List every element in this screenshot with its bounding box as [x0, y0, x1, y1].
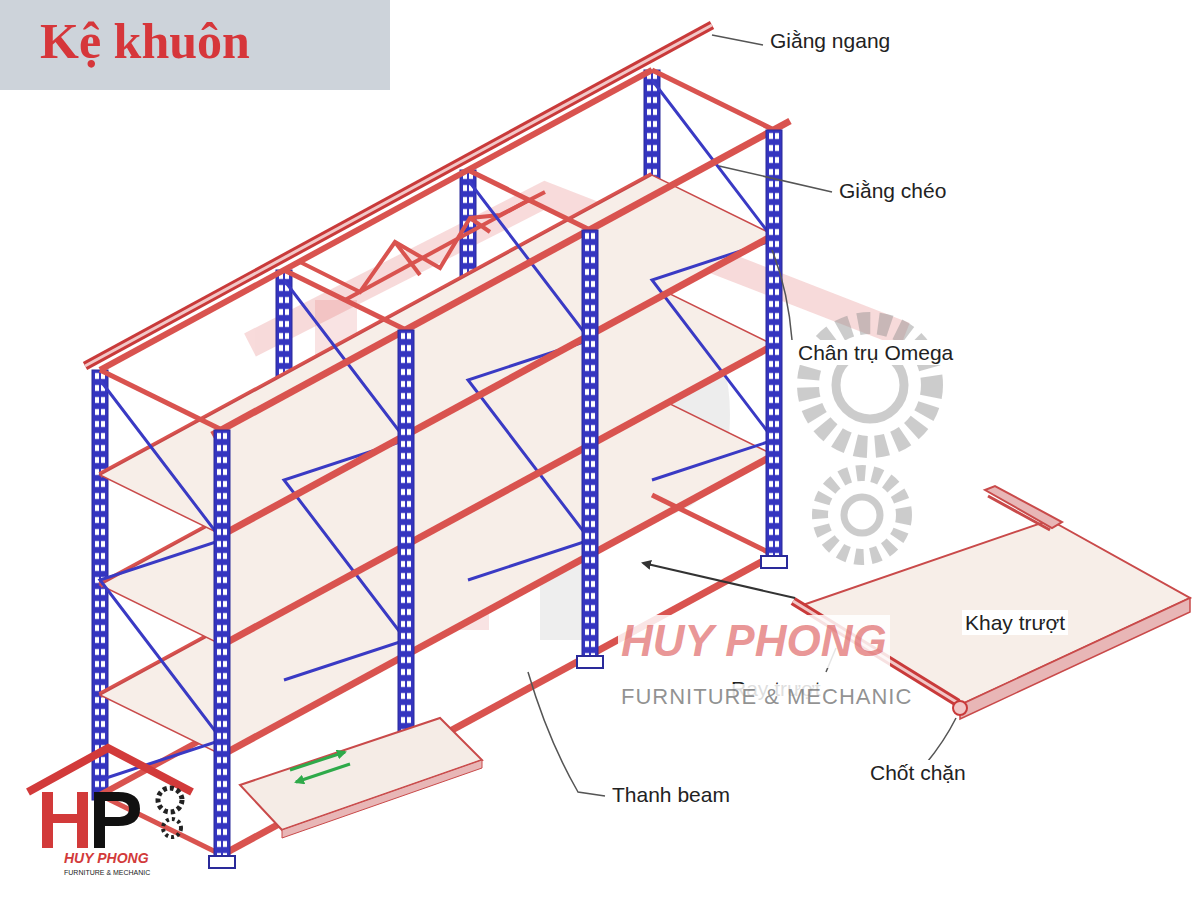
logo-gear	[158, 788, 182, 812]
omega-column	[214, 430, 230, 860]
top-truss	[300, 192, 545, 300]
base-plate	[577, 656, 603, 668]
beam	[212, 121, 790, 435]
logo-gear	[163, 819, 181, 837]
watermark-gear	[820, 473, 904, 557]
leader-line	[772, 250, 792, 340]
omega-column	[766, 130, 782, 560]
part-label: Chốt chặn	[867, 760, 969, 785]
tray-lip	[988, 496, 1050, 530]
watermark-text: HUY PHONG	[618, 615, 890, 668]
side-beam	[100, 370, 222, 430]
company-logo	[28, 748, 192, 848]
part-label: Thanh beam	[609, 782, 733, 807]
leader-line	[528, 672, 605, 796]
part-label: Khay trượt	[962, 610, 1068, 635]
shelf	[100, 175, 774, 535]
truss-bar	[470, 218, 490, 232]
side-beam	[468, 170, 590, 230]
base-plate	[209, 856, 235, 868]
insert-arrow	[643, 563, 795, 598]
side-beam	[284, 270, 406, 330]
watermark-text: FURNITURE & MECHANIC	[618, 684, 915, 710]
leader-line	[924, 718, 956, 766]
tray-lip	[985, 486, 1062, 528]
shelves	[100, 175, 774, 755]
leader-line	[712, 35, 763, 45]
title: Kệ khuôn	[40, 12, 250, 70]
brace	[100, 380, 222, 780]
stop-pin	[953, 701, 967, 715]
leader-line	[719, 166, 832, 192]
slide-arrow	[296, 764, 350, 782]
part-label: Giằng chéo	[836, 178, 949, 203]
logo-h	[42, 792, 53, 848]
base-plate	[761, 556, 787, 568]
side-beam	[652, 70, 774, 130]
logo-roof	[28, 748, 192, 792]
truss-bar	[395, 242, 420, 275]
logo-text: HUY PHONG	[64, 850, 149, 867]
omega-column	[582, 230, 598, 660]
part-label: Giằng ngang	[767, 28, 893, 53]
logo-p	[94, 792, 140, 848]
side-beam	[652, 495, 774, 555]
pulled-tray	[240, 718, 482, 838]
logo-h	[77, 792, 88, 848]
tray-edge	[282, 760, 482, 838]
watermark-gear	[844, 497, 880, 533]
front-beams	[212, 121, 790, 855]
leader-lines	[528, 35, 956, 796]
beam	[222, 235, 774, 535]
front-columns	[209, 130, 787, 868]
logo-h	[53, 814, 77, 823]
logo-text: FURNITURE & MECHANIC	[64, 869, 150, 877]
omega-column	[398, 330, 414, 760]
part-label: Chân trụ Omega	[795, 340, 956, 365]
tray	[800, 520, 1190, 705]
tray-edge	[960, 598, 1190, 719]
